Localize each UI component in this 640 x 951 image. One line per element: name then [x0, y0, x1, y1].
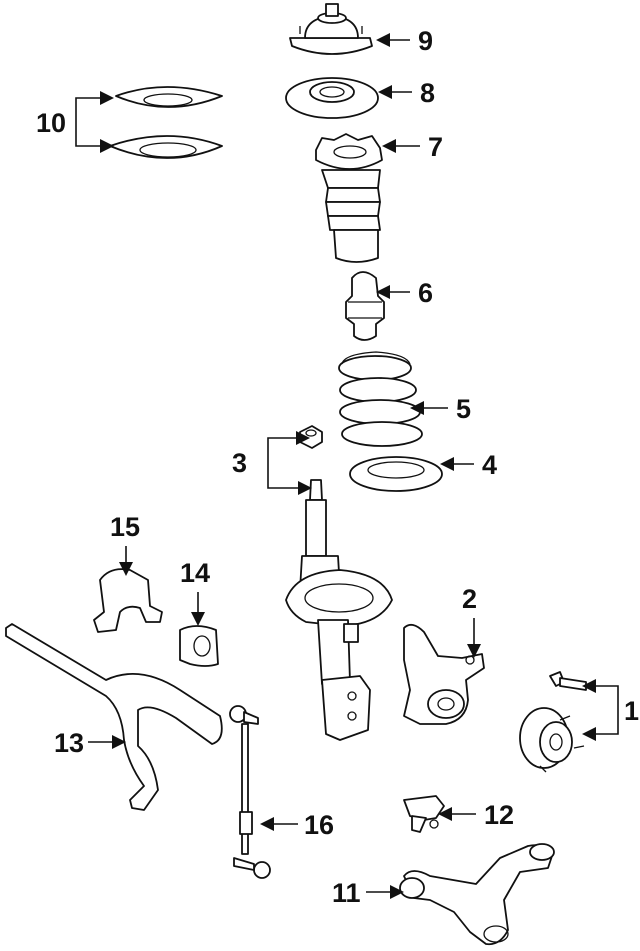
arrow-2	[467, 644, 481, 658]
arrow-heads	[100, 33, 596, 899]
callout-16: 16	[304, 810, 334, 840]
arrow-16	[260, 817, 274, 831]
callout-7: 7	[428, 132, 443, 162]
steering-knuckle[interactable]	[403, 623, 485, 725]
stabilizer-link[interactable]	[229, 705, 271, 879]
arrow-10a	[100, 91, 114, 105]
stabilizer-bracket[interactable]	[93, 568, 163, 633]
callout-3: 3	[232, 448, 247, 478]
arrow-8	[378, 85, 392, 99]
callout-6: 6	[418, 278, 433, 308]
callout-13: 13	[54, 728, 84, 758]
arrow-14	[191, 612, 205, 626]
callout-4: 4	[482, 450, 497, 480]
arrow-11	[390, 885, 404, 899]
callout-14: 14	[180, 558, 210, 588]
spring-pads[interactable]	[109, 86, 223, 159]
stabilizer-bar[interactable]	[5, 623, 223, 811]
arrow-12	[438, 807, 452, 821]
callout-8: 8	[420, 78, 435, 108]
hub-bolt[interactable]	[549, 671, 587, 691]
ball-joint[interactable]	[403, 795, 445, 833]
callout-9: 9	[418, 26, 433, 56]
bump-stop[interactable]	[345, 271, 385, 341]
strut-bearing[interactable]	[285, 77, 379, 119]
arrow-13	[112, 735, 126, 749]
arrow-9	[376, 33, 390, 47]
wheel-hub[interactable]	[519, 707, 585, 773]
leader-lines	[75, 39, 619, 893]
callout-labels: 9 8 7 6 5 4 3 2 1 12 11 13 15 14 16 10	[36, 26, 639, 908]
arrow-1b	[582, 727, 596, 741]
arrow-4	[440, 457, 454, 471]
callout-2: 2	[462, 584, 477, 614]
callout-5: 5	[456, 394, 471, 424]
strut-assembly[interactable]	[285, 479, 393, 741]
arrow-6	[376, 285, 390, 299]
coil-spring[interactable]	[338, 351, 423, 447]
arrow-7	[382, 139, 396, 153]
callout-1: 1	[624, 696, 639, 726]
arrow-3a	[296, 431, 310, 445]
lower-control-arm[interactable]	[399, 843, 555, 946]
callout-15: 15	[110, 512, 140, 542]
arrow-1a	[582, 679, 596, 693]
callout-12: 12	[484, 800, 514, 830]
arrow-10b	[100, 139, 114, 153]
stabilizer-bushing[interactable]	[179, 625, 219, 667]
callout-11: 11	[332, 878, 361, 908]
arrow-5	[410, 401, 424, 415]
strut-mount[interactable]	[289, 3, 373, 55]
spring-seat-and-boot[interactable]	[315, 133, 383, 263]
lower-spring-insulator[interactable]	[349, 456, 443, 492]
arrow-3b	[298, 481, 312, 495]
callout-10: 10	[36, 108, 66, 138]
arrow-15	[119, 562, 133, 576]
